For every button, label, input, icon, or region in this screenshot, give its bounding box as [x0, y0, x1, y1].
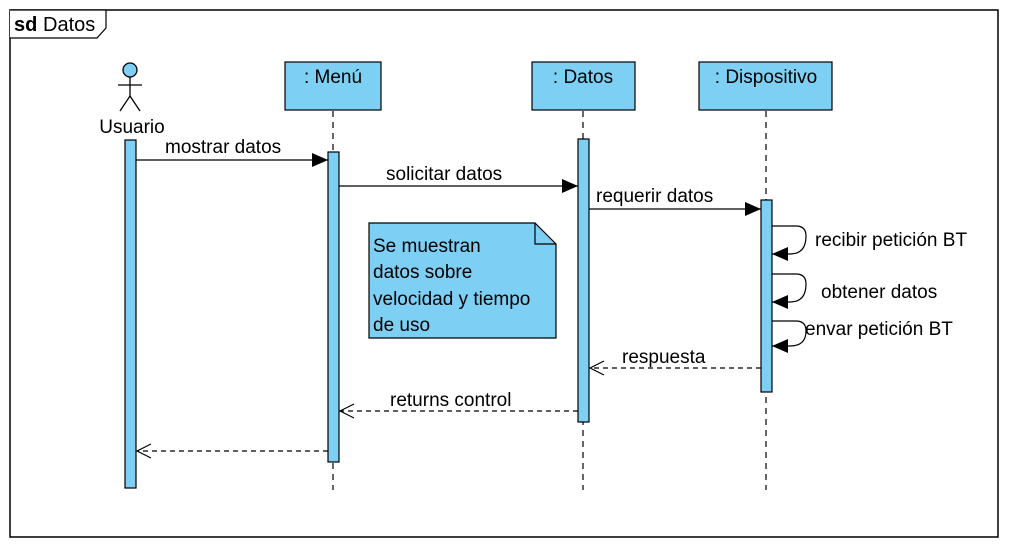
note-line-1: Se muestran — [373, 236, 481, 257]
lifeline-label-menu: : Menú — [304, 67, 362, 88]
actor-head — [122, 62, 138, 78]
frame-keyword: sd — [14, 14, 37, 36]
actor-label: Usuario — [99, 117, 164, 138]
activation-bars — [124, 138, 773, 489]
note-line-3: velocidad y tiempo — [373, 289, 530, 310]
message-recibir-peticion: recibir petición BT — [772, 225, 967, 261]
message-label-enviar-peticion: envar petición BT — [805, 319, 953, 340]
activation-usuario — [124, 139, 137, 489]
note-line-4: de uso — [373, 315, 430, 336]
message-label-returns-control: returns control — [390, 390, 511, 411]
message-enviar-peticion: envar petición BT — [772, 319, 953, 353]
message-label-requerir-datos: requerir datos — [596, 186, 713, 207]
actor-right-leg — [129, 95, 141, 112]
lifeline-head-dispositivo: : Dispositivo — [698, 61, 833, 111]
message-requerir-datos: requerir datos — [589, 186, 761, 216]
note: Se muestran datos sobre velocidad y tiem… — [368, 222, 557, 339]
lifeline-head-menu: : Menú — [284, 61, 382, 111]
message-mostrar-datos: mostrar datos — [136, 137, 328, 167]
activation-dispositivo — [760, 199, 773, 393]
lifeline-label-dispositivo: : Dispositivo — [715, 67, 817, 88]
message-obtener-datos: obtener datos — [772, 273, 937, 309]
lifeline-label-datos: : Datos — [553, 67, 613, 88]
activation-menu — [327, 151, 340, 463]
lifeline-head-datos: : Datos — [531, 61, 636, 111]
message-label-solicitar-datos: solicitar datos — [386, 164, 502, 185]
message-label-mostrar-datos: mostrar datos — [165, 137, 281, 158]
message-label-obtener-datos: obtener datos — [821, 282, 937, 303]
message-returns-control: returns control — [340, 390, 578, 411]
message-label-recibir-peticion: recibir petición BT — [815, 230, 967, 251]
note-line-2: datos sobre — [373, 262, 472, 283]
actor-left-leg — [119, 95, 131, 112]
message-solicitar-datos: solicitar datos — [339, 164, 578, 193]
activation-datos — [577, 138, 590, 423]
actor-usuario — [118, 62, 142, 112]
message-label-respuesta: respuesta — [622, 347, 706, 368]
message-respuesta: respuesta — [590, 347, 761, 368]
frame-title: Datos — [43, 14, 95, 36]
